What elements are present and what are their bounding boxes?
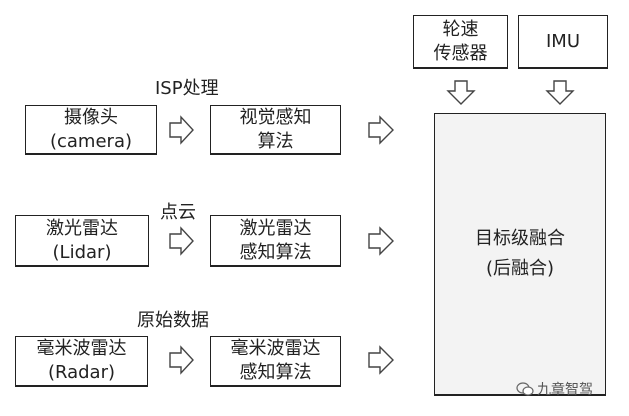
imu-label: IMU [545, 30, 580, 52]
arrow-camera-to-algo [169, 115, 194, 145]
arrow-radar-to-algo [169, 345, 194, 375]
camera-sensor-box: 摄像头 (camera) [25, 105, 157, 155]
camera-algo-box: 视觉感知 算法 [210, 105, 341, 155]
lidar-sensor-box: 激光雷达 (Lidar) [15, 215, 149, 267]
imu-box: IMU [518, 15, 608, 69]
camera-line1: 摄像头 [64, 106, 118, 128]
arrow-imu-to-fusion [545, 80, 575, 105]
fusion-line2: (后融合) [485, 258, 555, 279]
stage-label-isp: ISP处理 [155, 78, 219, 99]
radar-line1: 毫米波雷达 [36, 338, 127, 359]
camera-algo-line2: 算法 [257, 130, 294, 152]
lidar-algo-box: 激光雷达 感知算法 [210, 215, 341, 267]
radar-algo-box: 毫米波雷达 感知算法 [210, 336, 341, 387]
watermark-text: 九章智驾 [537, 382, 593, 398]
radar-line2: (Radar) [47, 362, 116, 383]
arrow-radar-algo-to-fusion [368, 345, 394, 375]
lidar-line1: 激光雷达 [46, 217, 118, 239]
wheel-speed-line1: 轮速 [442, 18, 479, 40]
wheel-speed-sensor-box: 轮速 传感器 [413, 15, 508, 69]
lidar-algo-line1: 激光雷达 [239, 217, 312, 239]
camera-algo-line1: 视觉感知 [239, 106, 312, 128]
radar-algo-line1: 毫米波雷达 [230, 338, 321, 359]
arrow-lidar-algo-to-fusion [368, 226, 394, 256]
stage-label-rawdata: 原始数据 [137, 310, 209, 331]
radar-sensor-box: 毫米波雷达 (Radar) [15, 336, 148, 387]
fusion-line1: 目标级融合 [475, 228, 565, 249]
arrow-camera-algo-to-fusion [368, 115, 394, 145]
lidar-algo-line2: 感知算法 [239, 241, 312, 263]
target-fusion-box: 目标级融合 (后融合) [434, 113, 606, 396]
arrow-wheel-speed-to-fusion [446, 80, 476, 105]
wheel-speed-line2: 传感器 [433, 42, 488, 64]
stage-label-pointcloud: 点云 [160, 202, 196, 223]
wechat-icon [516, 382, 534, 396]
camera-line2: (camera) [49, 130, 132, 152]
radar-algo-line2: 感知算法 [239, 362, 312, 383]
watermark: 九章智驾 [516, 379, 593, 399]
lidar-line2: (Lidar) [52, 241, 112, 263]
arrow-lidar-to-algo [169, 226, 194, 256]
